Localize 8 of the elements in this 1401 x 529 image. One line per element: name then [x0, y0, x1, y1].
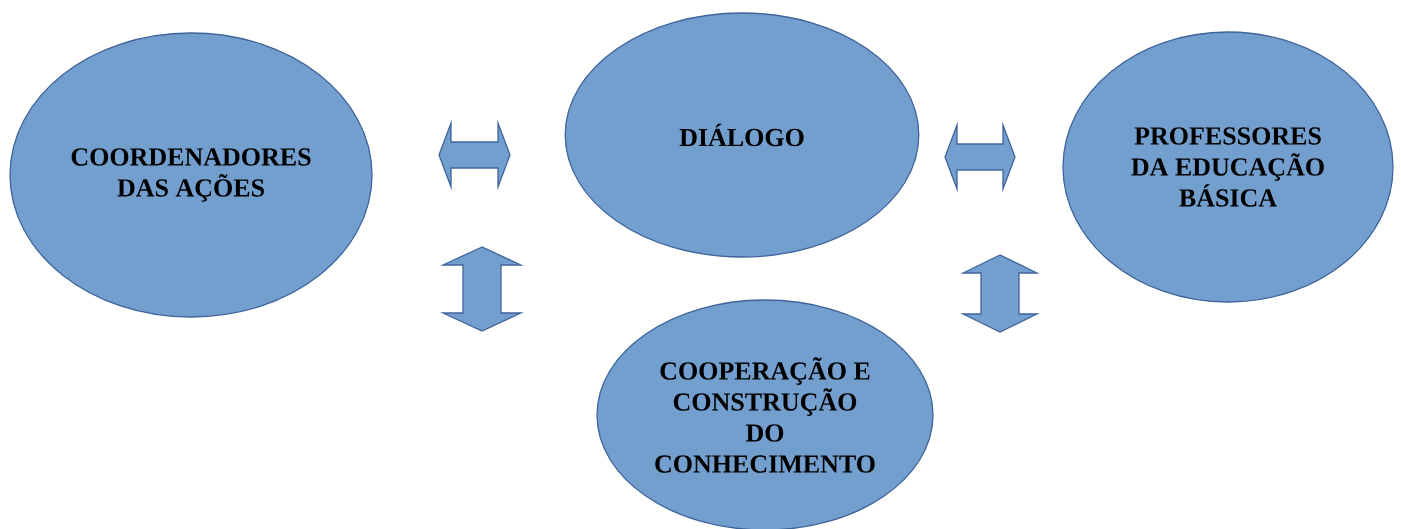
- double-arrow: [944, 121, 1016, 193]
- double-arrow: [960, 254, 1040, 333]
- ellipse-node: DIÁLOGO: [564, 12, 920, 258]
- double-arrow: [440, 246, 524, 332]
- ellipse-node: COORDENADORES DAS AÇÕES: [9, 32, 373, 318]
- double-arrow: [438, 119, 511, 191]
- ellipse-node: COOPERAÇÃO E CONSTRUÇÃO DO CONHECIMENTO: [596, 299, 934, 529]
- ellipse-node: PROFESSORES DA EDUCAÇÃO BÁSICA: [1062, 31, 1394, 303]
